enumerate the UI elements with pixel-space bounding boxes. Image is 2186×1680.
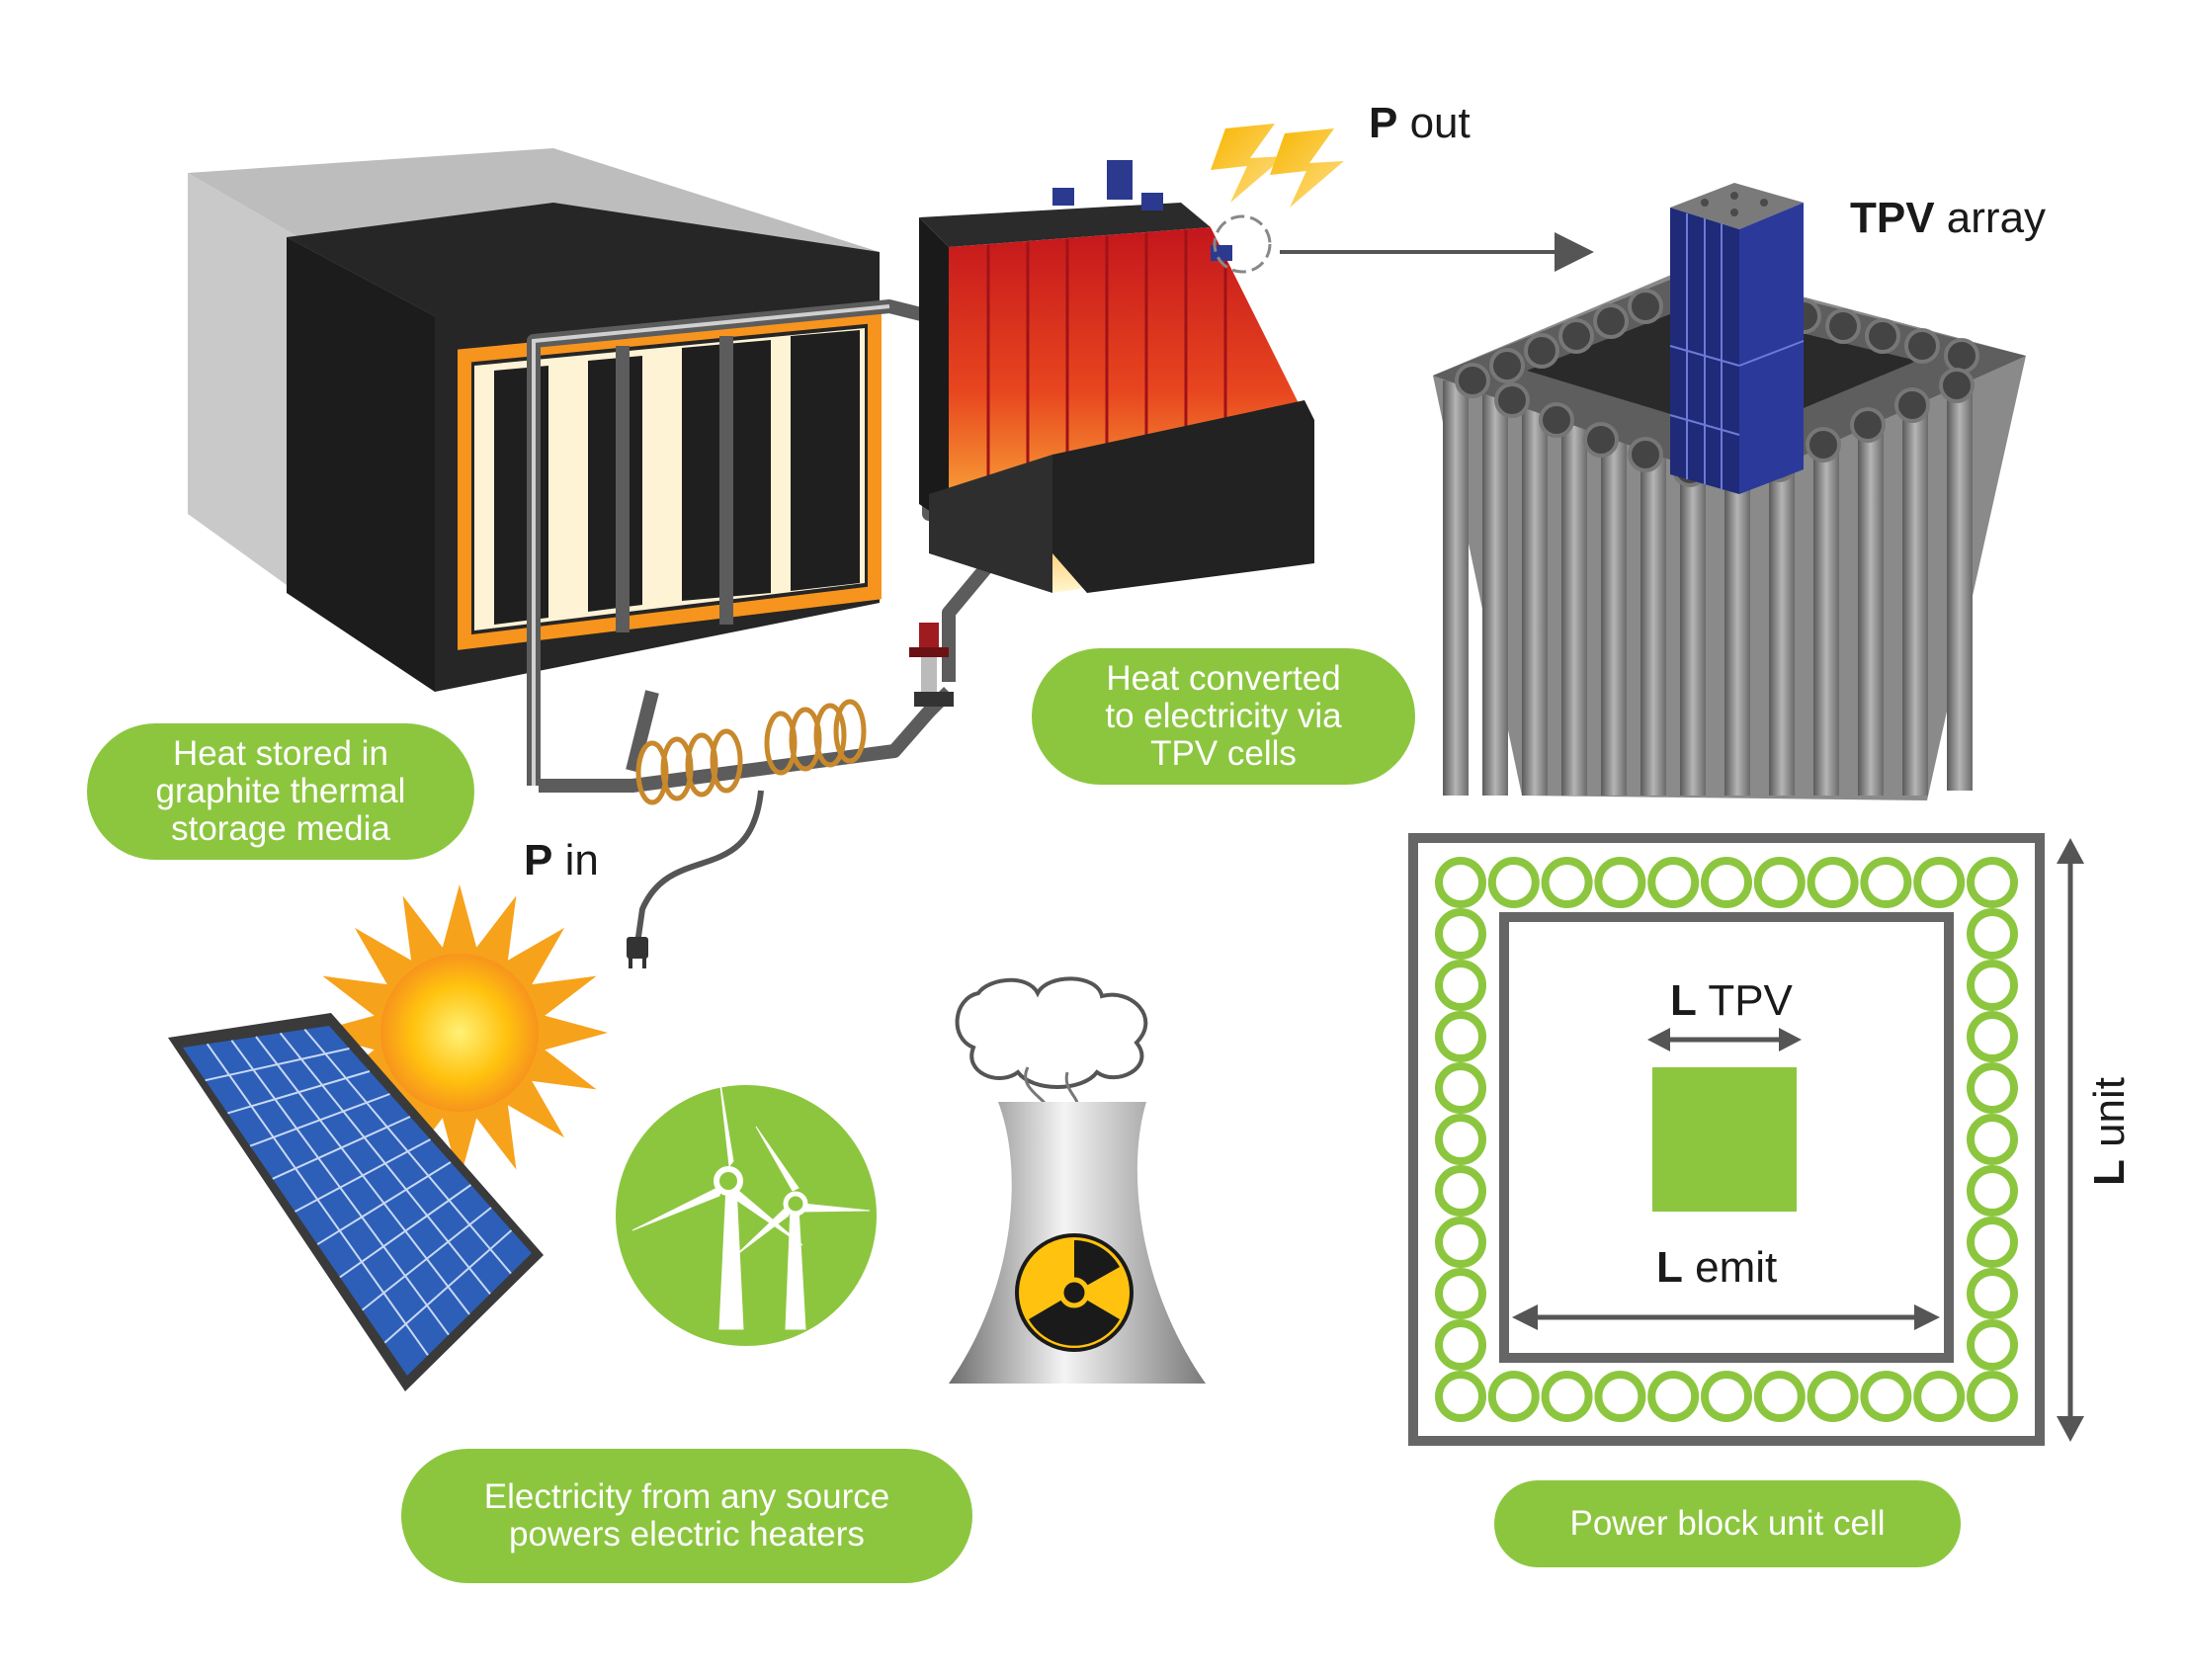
tpv-converter-box [919, 160, 1314, 593]
emitter-ring [1435, 1165, 1486, 1217]
emitter-ring [1487, 1371, 1540, 1422]
emitter-ring [1435, 908, 1486, 960]
solar-panel-icon [168, 1013, 544, 1391]
emitter-ring [1860, 1371, 1912, 1422]
panel-grid-line [383, 1229, 513, 1344]
l-tpv-label: L TPV [1670, 976, 1793, 1025]
panel-grid-line [205, 1048, 350, 1082]
emitter-ring [1967, 960, 2018, 1011]
emitter-ring [1913, 1371, 1966, 1422]
emitter-ring [1647, 1371, 1700, 1422]
l-unit-label: L unit [2085, 1076, 2135, 1187]
emitter-ring [1435, 1268, 1486, 1319]
callout-heat-stored: Heat stored in graphite thermal storage … [87, 723, 474, 860]
callout-electricity-source: Electricity from any source powers elect… [401, 1449, 972, 1583]
valve [909, 623, 954, 707]
radiator-fins [1443, 366, 1973, 796]
tpv-array-label: TPV array [1850, 194, 2047, 242]
emitter-ring [1967, 857, 2018, 908]
emitter-ring [1807, 857, 1859, 908]
emitter-ring [1435, 1319, 1486, 1371]
emitter-ring-array [1435, 857, 2018, 1422]
emitter-ring [1647, 857, 1700, 908]
power-cable [634, 790, 764, 945]
emitter-ring [1967, 1319, 2018, 1371]
panel-grid-line [272, 1116, 411, 1180]
panel-grid-line [294, 1138, 431, 1213]
emitter-ring [1701, 857, 1752, 908]
emitter-ring [1753, 857, 1806, 908]
wind-turbine-icon [616, 1076, 877, 1346]
emitter-ring [1860, 857, 1912, 908]
emitter-ring [1435, 1371, 1486, 1422]
emitter-ring [1967, 1217, 2018, 1268]
tpv-array-block [1433, 183, 2026, 800]
emitter-ring [1913, 857, 1966, 908]
emitter-ring [1435, 1114, 1486, 1165]
emitter-ring [1753, 1371, 1806, 1422]
emitter-ring [1967, 1371, 2018, 1422]
unit-cell-outer-frame [1408, 833, 2045, 1446]
emitter-tubes [1455, 279, 1979, 487]
unit-cell-schematic [1408, 833, 2084, 1446]
nuclear-cooling-tower-icon [949, 976, 1206, 1384]
l-emit-label: L emit [1656, 1243, 1778, 1292]
heating-coil-icon [635, 699, 867, 805]
p-in-label: P in [524, 836, 599, 884]
plug-icon [627, 937, 648, 968]
panel-grid-line [249, 1093, 390, 1147]
tpv-square [1652, 1067, 1797, 1212]
lightning-bolt-icon [1211, 124, 1344, 208]
emitter-inner-frame [1499, 912, 1954, 1363]
zoom-circle [1213, 214, 1272, 274]
emitter-ring [1541, 857, 1593, 908]
emitter-ring [1435, 1062, 1486, 1114]
emitter-ring [1967, 908, 2018, 960]
panel-grid-line [339, 1184, 472, 1279]
callout-unit-cell: Power block unit cell [1494, 1480, 1961, 1567]
panel-grid-line [227, 1070, 371, 1115]
emitter-ring [1435, 960, 1486, 1011]
tpv-tower [1669, 183, 1805, 494]
emitter-ring [1807, 1371, 1859, 1422]
emitter-ring [1701, 1371, 1752, 1422]
radiation-symbol-icon [1015, 1233, 1134, 1352]
panel-grid-line [361, 1207, 492, 1311]
emitter-ring [1541, 1371, 1593, 1422]
emitter-ring [1594, 1371, 1646, 1422]
p-out-label: P out [1369, 99, 1471, 147]
emitter-ring [1435, 1217, 1486, 1268]
emitter-ring [1967, 1011, 2018, 1062]
emitter-ring [1967, 1165, 2018, 1217]
panel-grid-line [316, 1161, 452, 1246]
emitter-ring [1435, 1011, 1486, 1062]
emitter-ring [1967, 1062, 2018, 1114]
emitter-ring [1594, 857, 1646, 908]
emitter-ring [1967, 1114, 2018, 1165]
emitter-ring [1967, 1268, 2018, 1319]
emitter-ring [1435, 857, 1486, 908]
callout-heat-converted: Heat converted to electricity via TPV ce… [1032, 648, 1415, 785]
emitter-ring [1487, 857, 1540, 908]
